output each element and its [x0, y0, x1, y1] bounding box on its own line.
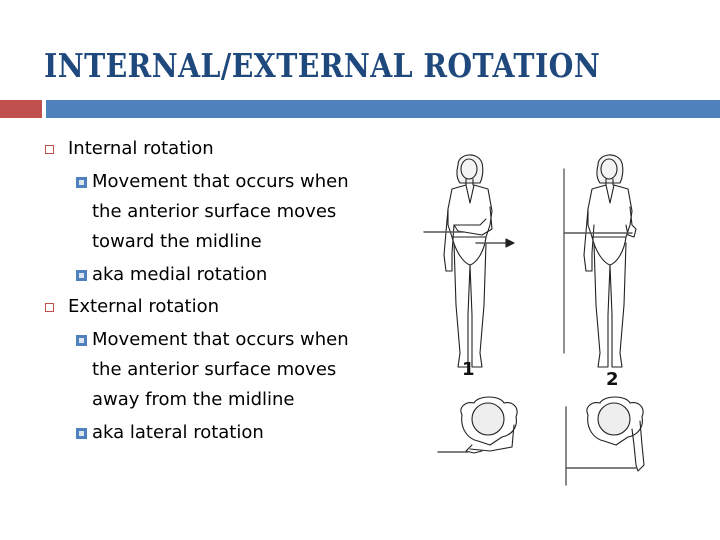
sub-bullet-external-aka: aka lateral rotation: [42, 418, 382, 448]
figure-2-top-view: [586, 396, 645, 472]
hollow-square-bullet-icon: [45, 145, 54, 154]
accent-bar-red: [0, 100, 42, 118]
sub-bullet-internal-aka: aka medial rotation: [42, 260, 382, 290]
bullet-text: External rotation: [68, 296, 219, 317]
accent-bar-blue: [46, 100, 720, 118]
sub-bullet-internal-definition: Movement that occurs when the anterior s…: [42, 167, 382, 257]
sub-bullet-text: aka medial rotation: [92, 264, 268, 285]
hollow-square-bullet-icon: [45, 303, 54, 312]
bullet-text: Internal rotation: [68, 138, 214, 159]
filled-square-bullet-icon: [76, 335, 87, 346]
bullet-external-rotation: External rotation: [42, 292, 392, 322]
bullet-internal-rotation: Internal rotation: [42, 134, 392, 164]
sub-bullet-text: Movement that occurs when the anterior s…: [92, 329, 349, 410]
filled-square-bullet-icon: [76, 270, 87, 281]
figure-1-top-view: [460, 396, 518, 454]
sub-bullet-text: Movement that occurs when the anterior s…: [92, 171, 349, 252]
sub-bullet-text: aka lateral rotation: [92, 422, 264, 443]
filled-square-bullet-icon: [76, 428, 87, 439]
figure-label-1: 1: [462, 359, 475, 380]
figure-label-2: 2: [606, 369, 619, 390]
filled-square-bullet-icon: [76, 177, 87, 188]
figure-2-front-view: [583, 154, 637, 368]
slide-title: INTERNAL/EXTERNAL ROTATION: [44, 46, 601, 85]
rotation-illustration: 1 2: [420, 145, 700, 495]
figure-1-front-view: [443, 154, 493, 368]
sub-bullet-external-definition: Movement that occurs when the anterior s…: [42, 325, 382, 415]
bullet-list: Internal rotation Movement that occurs w…: [42, 132, 392, 448]
rotation-figures-icon: [423, 154, 645, 486]
